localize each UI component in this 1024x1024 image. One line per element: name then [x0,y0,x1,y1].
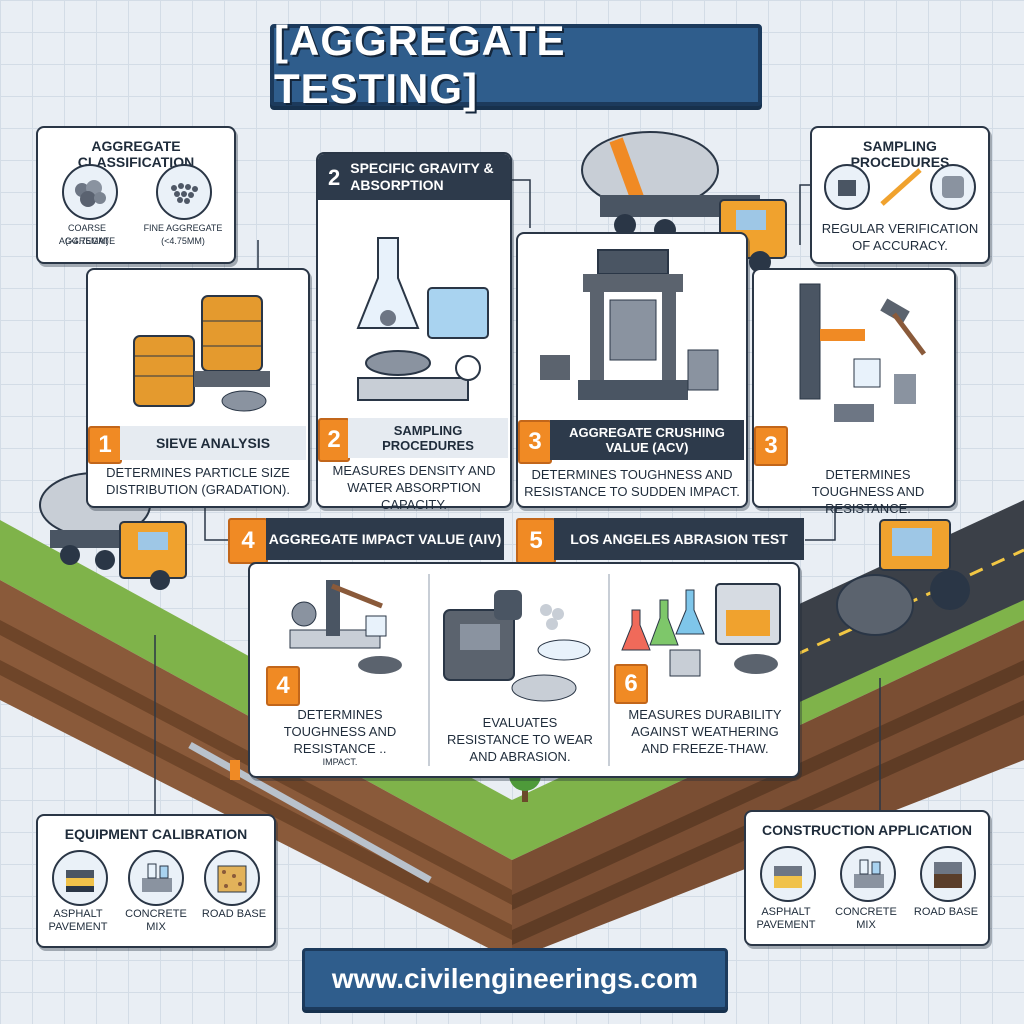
impact-value-desc: DETERMINES TOUGHNESS AND RESISTANCE .. [283,707,397,756]
application-item-3: ROAD BASE [913,906,979,918]
sampling-procedures-label: SAMPLING PROCEDURES [348,418,508,458]
flask-balance-icon [356,237,489,401]
website-url: www.civilengineerings.com [331,963,699,994]
step-2-header-num: 2 [328,164,341,190]
road-roller-icon [836,519,970,636]
coarse-aggregate-label: COARSE AGGREGATE [58,223,116,246]
step-5-badge: 5 [516,518,556,564]
impact-hammer-icon [799,283,926,422]
specific-gravity-desc: MEASURES DENSITY AND WATER ABSORPTION CA… [332,463,496,512]
step-4-badge: 4 [228,518,268,564]
specific-gravity-title: SPECIFIC GRAVITY & ABSORPTION [350,160,494,193]
mixer-truck-icon [581,131,787,273]
fine-aggregate-label: FINE AGGREGATE [143,223,223,233]
sampling-card: SAMPLING PROCEDURES REGULAR VERIFICATION… [810,126,990,264]
step-3b-badge: 3 [754,426,788,466]
calibration-card: EQUIPMENT CALIBRATION ASPHALT PAVEMENT C… [36,814,276,948]
step-6-badge: 6 [614,664,648,704]
tests-bottom-card: 4 DETERMINES TOUGHNESS AND RESISTANCE ..… [248,562,800,778]
calibration-item-1: ASPHALT PAVEMENT [48,908,108,933]
specific-gravity-header: 2 SPECIFIC GRAVITY & ABSORPTION [318,154,510,200]
road-base-icon [204,850,260,906]
asphalt-pavement-app-icon [760,846,816,902]
specific-gravity-card: 2 SPECIFIC GRAVITY & ABSORPTION 2 SAMPLI… [316,152,512,512]
sieve-analysis-desc: DETERMINES PARTICLE SIZE DISTRIBUTION (G… [106,465,290,497]
step-3-badge: 3 [518,420,552,464]
page-title: [AGGREGATE TESTING] [274,17,566,112]
step-1-badge: 1 [88,426,122,464]
step-2-badge: 2 [318,418,350,462]
coarse-aggregate-icon [62,164,118,220]
abrasion-test-title: LOS ANGELES ABRASION TEST [554,518,804,560]
fine-aggregate-size: (<4.75mm) [161,236,205,246]
compression-machine-icon [540,249,719,400]
impact-test-machine-icon [289,580,402,674]
durability-desc: MEASURES DURABILITY AGAINST WEATHERING A… [628,707,782,756]
coarse-aggregate-size: (>4.75mm) [65,236,109,246]
sieve-stack-icon [133,295,270,412]
website-banner: www.civilengineerings.com [302,948,728,1010]
impact-value-title: AGGREGATE IMPACT VALUE (AIV) [266,518,504,560]
crushing-value-desc: DETERMINES TOUGHNESS AND RESISTANCE TO S… [524,467,740,499]
concrete-mix-app-icon [840,846,896,902]
toughness-desc: DETERMINES TOUGHNESS AND RESISTANCE. [811,467,925,516]
application-item-1: ASPHALT PAVEMENT [756,906,816,931]
application-card: CONSTRUCTION APPLICATION ASPHALT PAVEMEN… [744,810,990,946]
sampling-title: SAMPLING PROCEDURES [850,138,950,170]
concrete-mix-icon [128,850,184,906]
impact-value-desc-small: IMPACT. [322,757,358,767]
sampling-tools-icon [824,164,976,210]
crushing-value-card: 3 AGGREGATE CRUSHING VALUE (ACV) DETERMI… [516,232,748,508]
fine-aggregate-icon [156,164,212,220]
title-banner: [AGGREGATE TESTING] [270,17,762,112]
abrasion-machine-icon [443,590,591,702]
calibration-item-3: ROAD BASE [201,908,267,920]
calibration-title: EQUIPMENT CALIBRATION [64,826,248,842]
durability-lab-icon [621,583,781,677]
abrasion-test-desc: EVALUATES RESISTANCE TO WEAR AND ABRASIO… [447,715,593,764]
sieve-analysis-card: 1 SIEVE ANALYSIS DETERMINES PARTICLE SIZ… [86,268,310,508]
application-item-2: CONCRETE MIX [835,906,897,931]
crushing-value-label: AGGREGATE CRUSHING VALUE (ACV) [550,420,744,460]
calibration-item-2: CONCRETE MIX [125,908,187,933]
toughness-card: 3 DETERMINES TOUGHNESS AND RESISTANCE. [752,268,956,516]
classification-title: AGGREGATE CLASSIFICATION [77,138,195,170]
asphalt-pavement-icon [52,850,108,906]
application-title: CONSTRUCTION APPLICATION [762,822,972,838]
road-base-app-icon [920,846,976,902]
classification-card: AGGREGATE CLASSIFICATION COARSE AGGREGAT… [36,126,236,264]
step-4-inner-badge: 4 [266,666,300,706]
sieve-analysis-label: SIEVE ANALYSIS [120,426,306,460]
sampling-desc: REGULAR VERIFICATION OF ACCURACY. [821,221,979,253]
